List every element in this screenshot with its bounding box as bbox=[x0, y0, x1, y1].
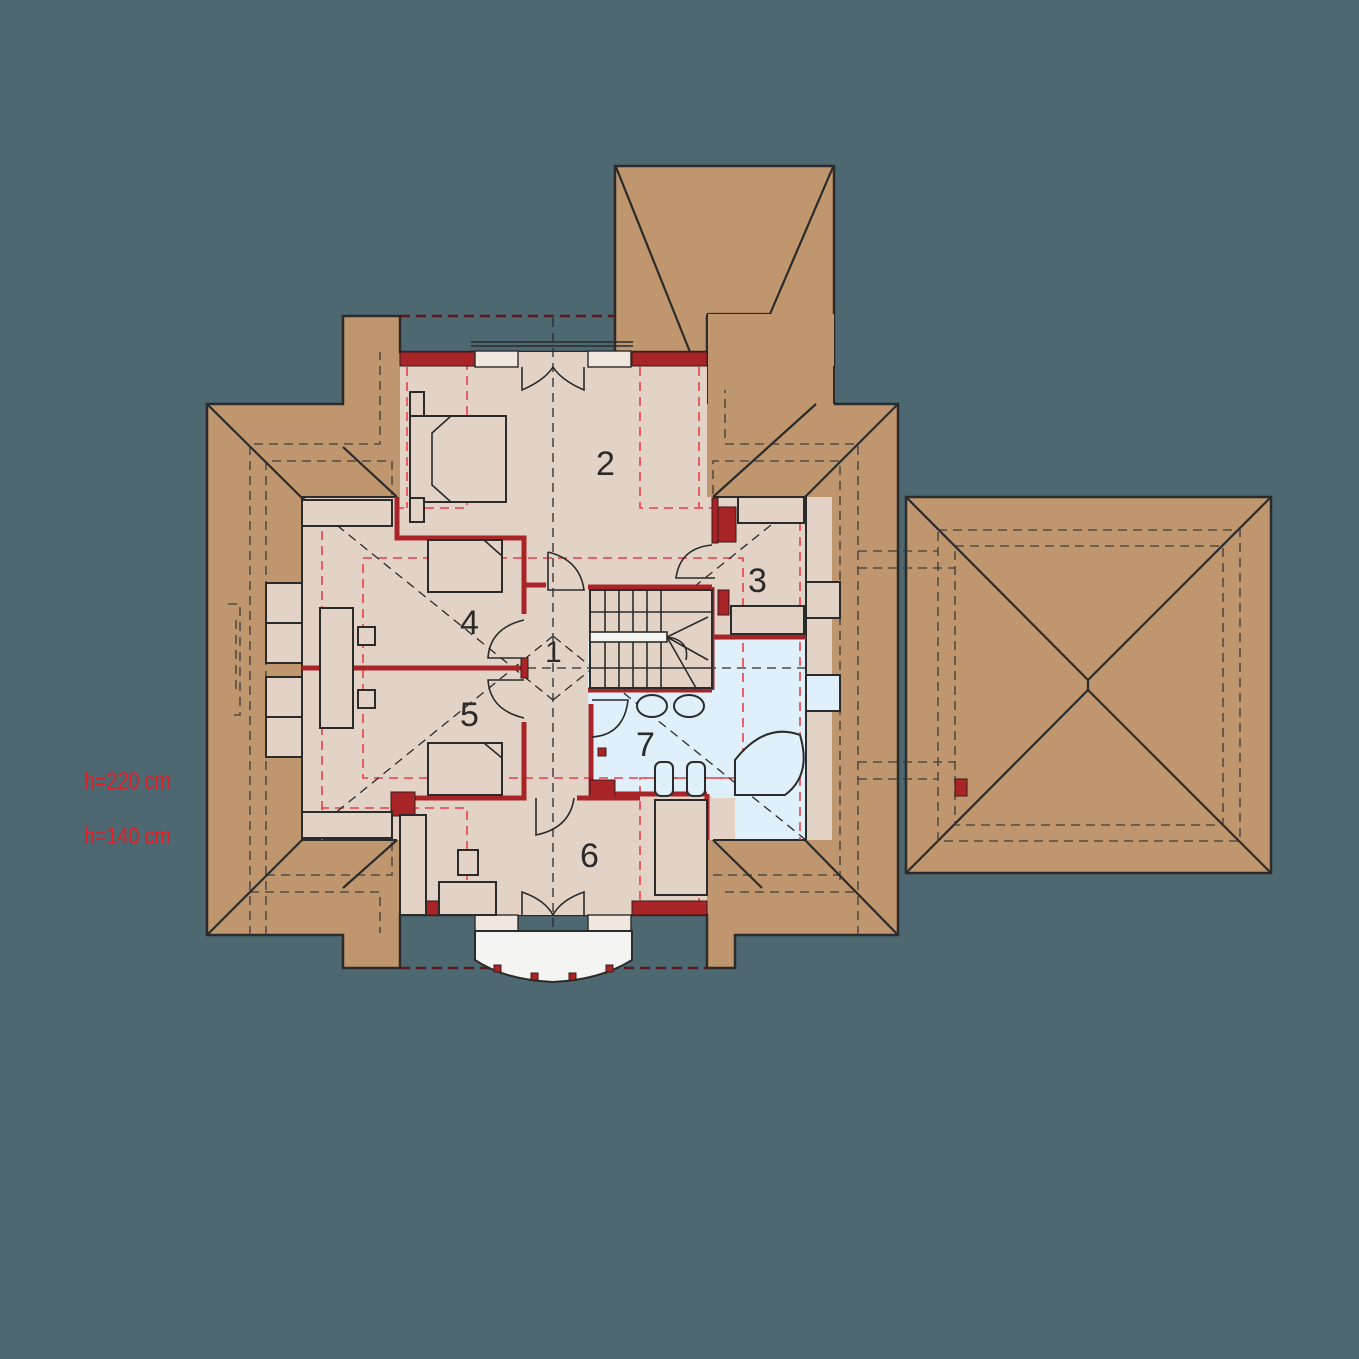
room-label-2: 2 bbox=[596, 445, 615, 483]
roof-hips bbox=[207, 403, 898, 935]
room-label-6: 6 bbox=[580, 837, 599, 875]
room-label-1: 1 bbox=[545, 636, 562, 669]
wardrobe-bottom-left bbox=[301, 811, 393, 839]
room-label-3: 3 bbox=[748, 562, 767, 600]
staircase bbox=[589, 589, 713, 689]
bed-room-5 bbox=[427, 742, 503, 796]
balcony-posts bbox=[493, 964, 614, 981]
room-label-5: 5 bbox=[460, 696, 479, 734]
roof-garage bbox=[858, 495, 1273, 875]
doors bbox=[487, 366, 715, 916]
sink-2 bbox=[673, 694, 705, 718]
room-label-7: 7 bbox=[636, 726, 655, 764]
sink-1 bbox=[636, 694, 668, 718]
furniture bbox=[301, 391, 805, 916]
legend-height-140: h=140 cm bbox=[84, 823, 171, 850]
room-label-4: 4 bbox=[460, 604, 479, 642]
wardrobe-room-6 bbox=[399, 814, 427, 916]
legend-height-220: h=220 cm bbox=[84, 768, 171, 795]
desk-shared bbox=[319, 607, 354, 729]
wardrobe-room-3-top bbox=[737, 496, 805, 524]
room-labels: 2 3 4 1 5 7 6 bbox=[460, 445, 767, 875]
bed-room-2 bbox=[409, 415, 507, 503]
bed-room-6 bbox=[654, 799, 708, 896]
wardrobe-room-3-bottom bbox=[730, 605, 805, 635]
bathtub bbox=[734, 730, 805, 796]
balcony bbox=[474, 930, 633, 984]
chimney-garage bbox=[954, 778, 968, 797]
desk-room-6 bbox=[438, 881, 497, 916]
bed-room-4 bbox=[427, 539, 503, 593]
toilet bbox=[654, 761, 674, 797]
windows bbox=[471, 341, 633, 932]
wardrobe-top-left bbox=[301, 499, 393, 527]
bidet bbox=[686, 761, 706, 797]
